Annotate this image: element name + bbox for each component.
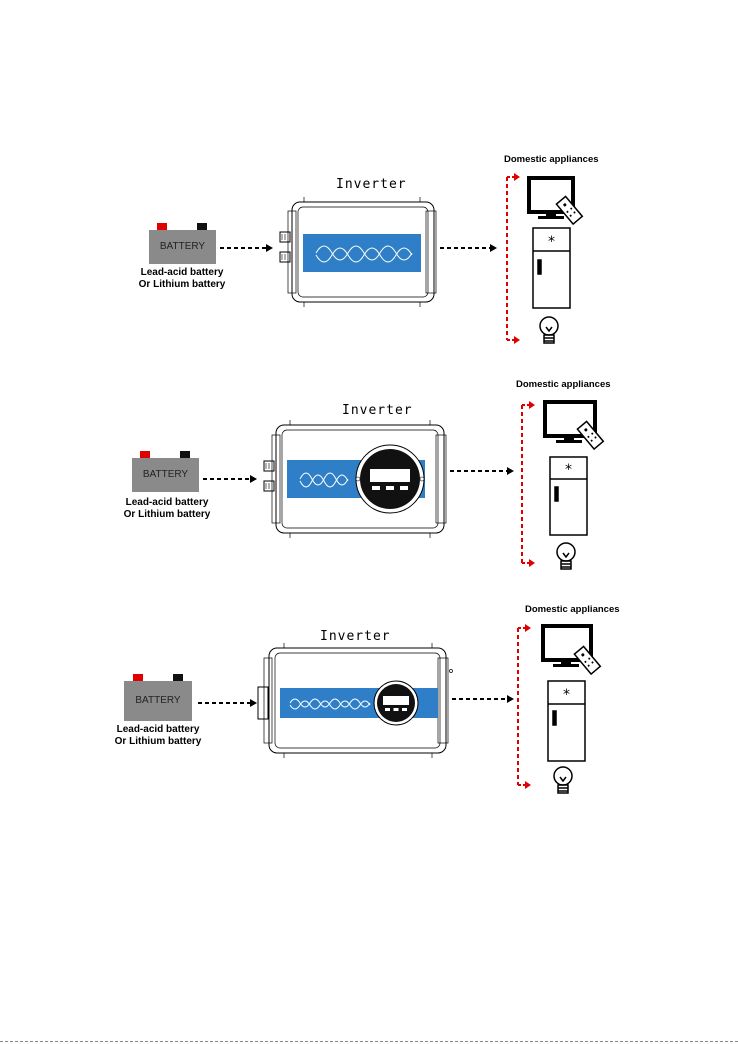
battery-caption-line1: Lead-acid battery	[122, 267, 242, 279]
appliances-title: Domestic appliances	[525, 604, 620, 615]
inverter-title: Inverter	[342, 403, 413, 418]
battery-caption: Lead-acid battery Or Lithium battery	[107, 497, 227, 521]
appliance-distribution-bracket	[507, 173, 520, 344]
battery-label: BATTERY	[149, 241, 216, 252]
battery-caption-line2: Or Lithium battery	[122, 279, 242, 291]
appliance-distribution-bracket	[518, 624, 531, 789]
battery-caption-line2: Or Lithium battery	[107, 509, 227, 521]
svg-text:*: *	[565, 462, 572, 478]
flow-arrow-inverter-to-appliances	[440, 244, 497, 252]
battery-caption: Lead-acid battery Or Lithium battery	[98, 724, 218, 748]
svg-text:*: *	[563, 687, 570, 703]
battery-label: BATTERY	[132, 469, 199, 480]
inverter-title: Inverter	[320, 629, 391, 644]
flow-arrow-inverter-to-appliances	[450, 467, 514, 475]
light-bulb-icon	[557, 543, 575, 569]
refrigerator-icon: *	[533, 228, 570, 308]
diagram-panel-1: * BATTERY Lead-acid battery Or Lithium b…	[0, 145, 738, 375]
lcd-display-icon	[374, 681, 418, 725]
flow-arrow-battery-to-inverter	[203, 475, 257, 483]
page-bottom-border	[0, 1041, 738, 1042]
battery-caption-line2: Or Lithium battery	[98, 736, 218, 748]
inverter-title: Inverter	[336, 177, 407, 192]
flow-arrow-battery-to-inverter	[220, 244, 273, 252]
lcd-display-icon	[356, 445, 424, 513]
refrigerator-icon: *	[550, 457, 587, 535]
diagram-panel-3: * BATTERY Lead-acid battery Or Lithium b…	[0, 603, 738, 833]
diagram-panel-2: * BATTERY Lead-acid battery Or Lithium b…	[0, 375, 738, 605]
light-bulb-icon	[554, 767, 572, 793]
inverter-band	[303, 234, 421, 272]
battery-caption: Lead-acid battery Or Lithium battery	[122, 267, 242, 291]
appliances-title: Domestic appliances	[516, 379, 611, 390]
svg-text:*: *	[548, 234, 555, 250]
light-bulb-icon	[540, 317, 558, 343]
battery-caption-line1: Lead-acid battery	[98, 724, 218, 736]
appliances-title: Domestic appliances	[504, 154, 599, 165]
flow-arrow-battery-to-inverter	[198, 699, 257, 707]
flow-arrow-inverter-to-appliances	[452, 695, 514, 703]
appliance-distribution-bracket	[522, 401, 535, 567]
battery-label: BATTERY	[124, 695, 192, 706]
battery-caption-line1: Lead-acid battery	[107, 497, 227, 509]
refrigerator-icon: *	[548, 681, 585, 761]
